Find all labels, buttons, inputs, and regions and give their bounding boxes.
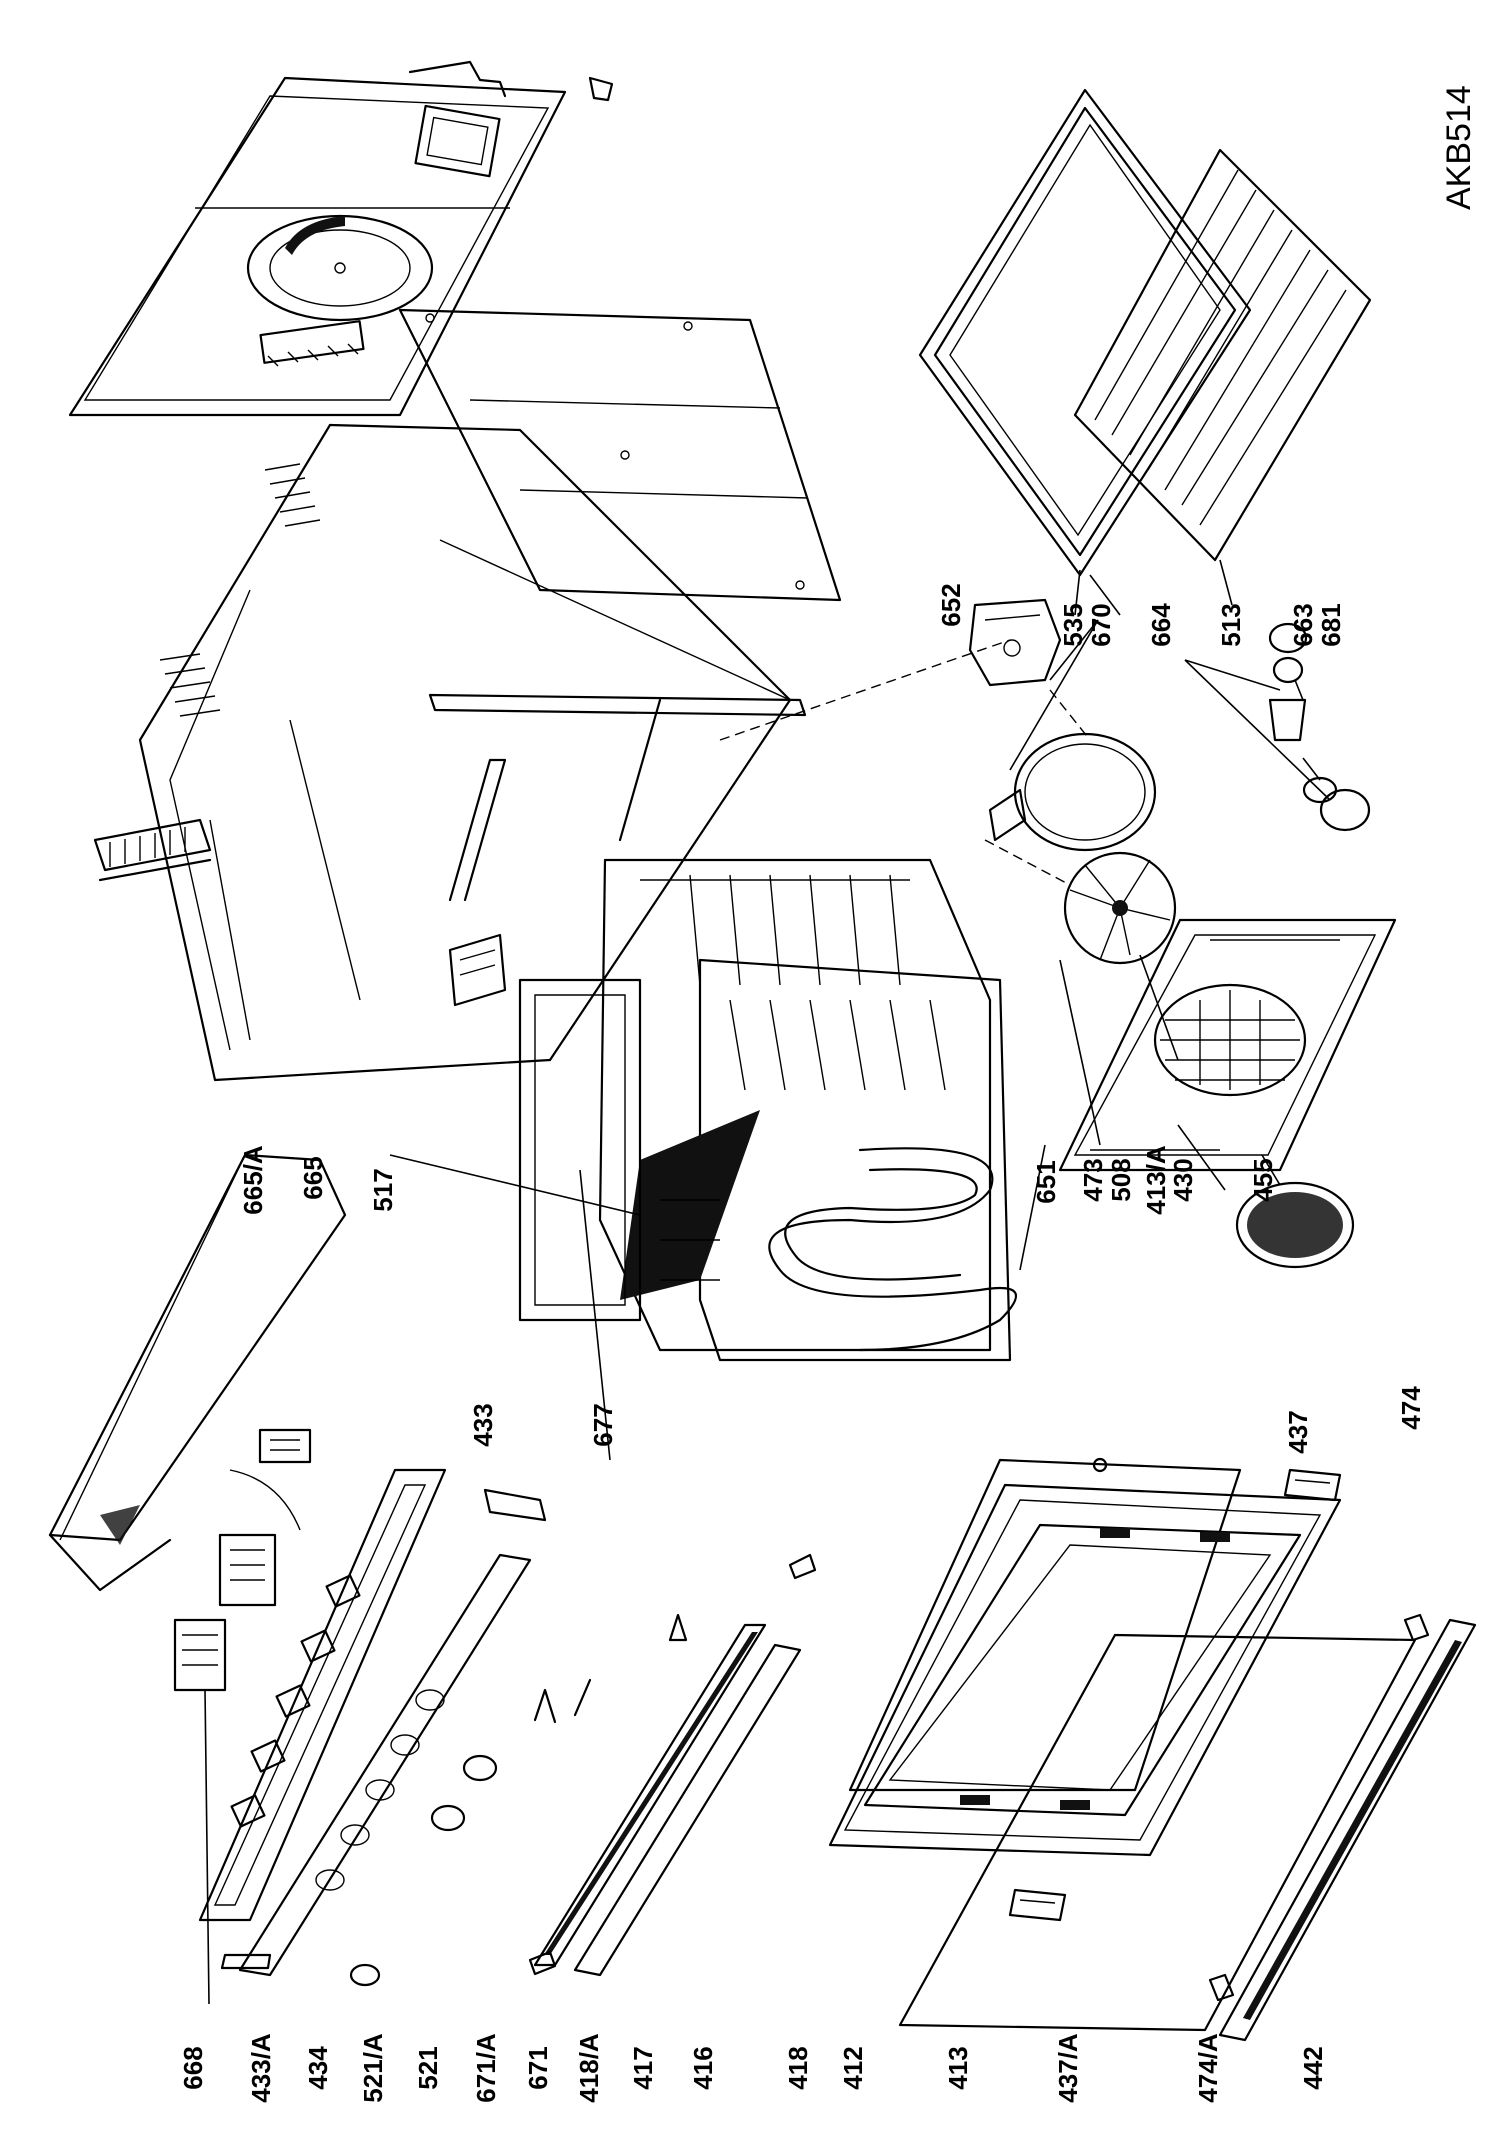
- control-panel: [198, 1468, 447, 1922]
- motor-assembly: [968, 598, 1062, 687]
- label-417: 417: [628, 2046, 658, 2089]
- leader-lines: [204, 559, 1331, 2005]
- label-521: 521: [413, 2046, 443, 2089]
- top-cover: [48, 1153, 347, 1592]
- door-frame: [828, 1483, 1342, 1857]
- label-418: 418: [783, 2046, 813, 2089]
- label-513: 513: [1216, 603, 1246, 646]
- door-trim-416: [533, 1623, 767, 1967]
- label-433: 433: [468, 1403, 498, 1446]
- label-437a: 437/A: [1053, 2033, 1083, 2103]
- bracket-433: [483, 1488, 547, 1522]
- switch-665: [229, 1428, 312, 1531]
- catch-474a: [1208, 1973, 1235, 2002]
- switch-668: [173, 1618, 227, 1692]
- label-517: 517: [368, 1168, 398, 1211]
- diagram-code: AKB514: [1440, 85, 1478, 210]
- label-508: 508: [1106, 1158, 1136, 1201]
- bracket-433a: [220, 1953, 272, 1970]
- screw-473: [1092, 1457, 1108, 1473]
- label-665: 665: [298, 1156, 328, 1199]
- fan-cover-plate: [1058, 918, 1397, 1172]
- hinge-437: [1283, 1468, 1342, 1502]
- label-473: 473: [1078, 1158, 1108, 1201]
- side-panel: [398, 308, 842, 602]
- label-474a: 474/A: [1193, 2033, 1223, 2103]
- label-412: 412: [838, 2046, 868, 2089]
- label-665a: 665/A: [238, 1145, 268, 1215]
- label-671: 671: [523, 2046, 553, 2089]
- oven-front-frame: [518, 978, 642, 1322]
- label-430: 430: [1168, 1158, 1198, 1201]
- label-413: 413: [943, 2046, 973, 2089]
- label-413a: 413/A: [1141, 1145, 1171, 1215]
- fan-blade: [1063, 851, 1177, 965]
- grill-element: [768, 1147, 1018, 1352]
- casing-vents: [159, 463, 321, 717]
- label-681: 681: [1316, 603, 1346, 646]
- assembly-line-b: [1049, 689, 1091, 741]
- label-416: 416: [688, 2046, 718, 2089]
- label-663: 663: [1288, 603, 1318, 646]
- screw-418a: [528, 1950, 557, 1976]
- terminal-strip: [93, 818, 212, 882]
- label-535: 535: [1058, 603, 1088, 646]
- catch-474: [1403, 1613, 1430, 1642]
- label-474: 474: [1396, 1386, 1426, 1430]
- part-labels: 668 433/A 434 521/A 521 671/A 671 418/A …: [178, 583, 1426, 2102]
- label-434: 434: [303, 2046, 333, 2090]
- label-677: 677: [588, 1403, 618, 1446]
- baking-tray: [918, 88, 1252, 577]
- knobs: [349, 1678, 592, 1987]
- fascia-panel: [238, 1553, 532, 1977]
- wire-shelf: [1073, 148, 1372, 562]
- handle-417: [573, 1643, 802, 1977]
- label-670: 670: [1086, 603, 1116, 646]
- round-grille: [1235, 1181, 1355, 1269]
- label-455: 455: [1248, 1158, 1278, 1201]
- label-664: 664: [1146, 603, 1176, 647]
- lamp-assembly: [1268, 622, 1371, 832]
- pin: [668, 1613, 688, 1642]
- door-outer-glass: [898, 1633, 1417, 2032]
- outer-casing: [93, 423, 807, 1082]
- assembly-line-c: [984, 839, 1071, 886]
- label-521a: 521/A: [358, 2033, 388, 2103]
- label-651: 651: [1031, 1160, 1061, 1203]
- oven-cavity: [598, 858, 1012, 1362]
- label-442: 442: [1298, 2046, 1328, 2089]
- screw-418: [788, 1553, 817, 1580]
- switch-665a: [218, 1533, 277, 1607]
- hinge-437a: [1008, 1888, 1067, 1922]
- label-418a: 418/A: [574, 2033, 604, 2103]
- label-437: 437: [1283, 1410, 1313, 1453]
- rear-panel: [68, 60, 614, 417]
- label-652: 652: [936, 583, 966, 626]
- door-inner-glass: [848, 1458, 1242, 1792]
- assembly-line-a: [719, 639, 1011, 741]
- label-671a: 671/A: [471, 2033, 501, 2103]
- label-433a: 433/A: [246, 2033, 276, 2103]
- label-668: 668: [178, 2046, 208, 2089]
- heater-ring: [988, 732, 1157, 852]
- door-bottom-strip: [1218, 1618, 1477, 2042]
